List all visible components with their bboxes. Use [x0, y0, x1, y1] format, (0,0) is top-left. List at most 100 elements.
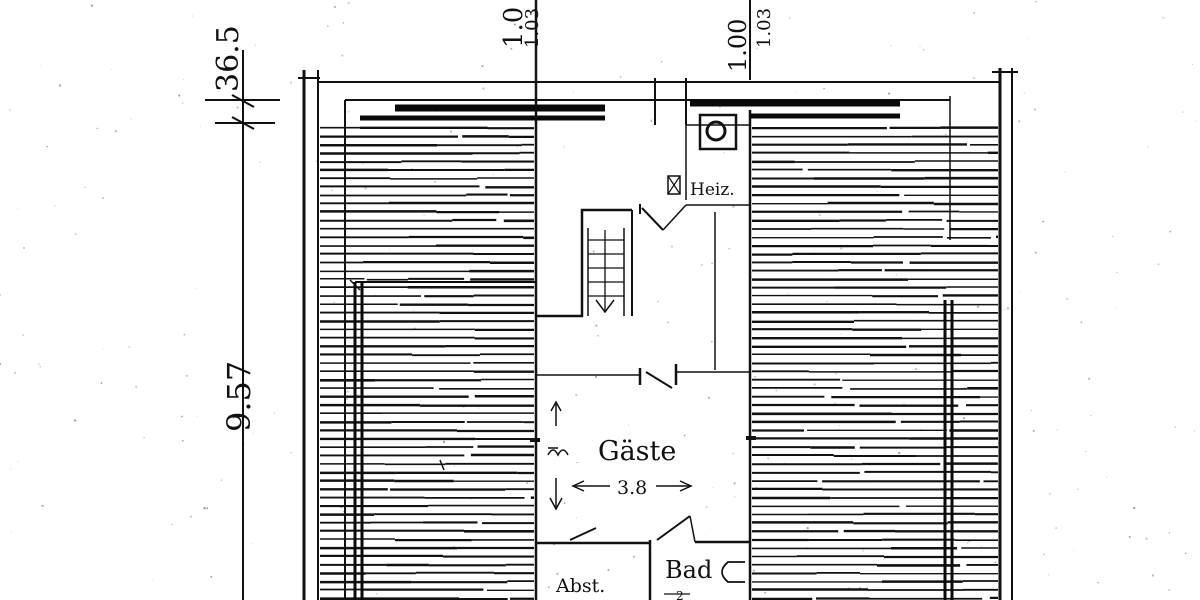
speckle [834, 402, 836, 404]
speckle [712, 486, 714, 488]
speckle [236, 106, 239, 109]
speckle [563, 502, 566, 504]
speckle [962, 416, 966, 420]
speckle [74, 233, 77, 236]
speckle [375, 592, 378, 595]
bath-and-storage [536, 515, 750, 600]
speckle [595, 375, 598, 378]
speckle [700, 263, 703, 266]
dimension-labels: 36.5 9.57 1.0 1.03 1.00 1.03 [211, 7, 775, 432]
room-labels: Heiz. Gäste 3.8 Bad Abst. 2 [555, 180, 735, 600]
speckle [1151, 574, 1154, 577]
dense-beam-strip [360, 99, 900, 121]
speckle [1195, 120, 1197, 122]
speckle [254, 44, 256, 46]
label-guest-width: 3.8 [617, 477, 647, 499]
outer-walls [298, 0, 1018, 600]
top-dimension-lines [535, 0, 751, 80]
speckle [1018, 120, 1021, 123]
speckle [347, 110, 350, 113]
speckle [143, 436, 145, 439]
speckle [370, 66, 372, 68]
speckle [764, 591, 767, 594]
speckle [316, 160, 318, 162]
speckle [813, 249, 815, 251]
speckle [1162, 16, 1165, 19]
speckle [834, 372, 837, 375]
speckle [977, 57, 979, 59]
speckle [1080, 321, 1083, 324]
label-heating: Heiz. [690, 180, 735, 200]
speckle [41, 504, 44, 507]
speckle [1085, 450, 1087, 453]
speckle [850, 458, 853, 460]
speckle [196, 415, 198, 417]
speckle [914, 368, 917, 371]
speckle [449, 130, 452, 133]
speckle [1003, 309, 1005, 311]
speckle [1033, 108, 1036, 111]
speckle [1088, 377, 1091, 380]
speckle [470, 498, 472, 500]
speckle [1048, 492, 1051, 495]
speckle [806, 526, 809, 530]
speckle [823, 87, 825, 90]
speckle [102, 197, 105, 199]
speckle [592, 250, 595, 253]
speckle [22, 334, 25, 337]
speckle [826, 300, 828, 303]
speckle [995, 232, 997, 234]
speckle [818, 213, 821, 216]
speckle [178, 94, 181, 97]
staircase [536, 204, 641, 318]
speckle [181, 439, 184, 442]
speckle [633, 555, 635, 558]
speckle [333, 5, 336, 9]
speckle [890, 44, 892, 47]
speckle [273, 412, 276, 414]
speckle [1133, 506, 1136, 510]
speckle [103, 348, 105, 350]
speckle [733, 524, 735, 526]
speckle [599, 446, 602, 450]
knee-walls [353, 281, 954, 600]
speckle [513, 23, 516, 26]
speckle [1019, 291, 1021, 293]
speckle [9, 109, 11, 111]
speckle [689, 567, 692, 570]
speckle [341, 54, 344, 57]
speckle [1128, 535, 1131, 538]
speckle [994, 561, 997, 564]
speckle [481, 65, 484, 68]
speckle [46, 145, 48, 148]
speckle [232, 417, 235, 420]
speckle [707, 396, 710, 399]
speckle [389, 248, 391, 250]
speckle [973, 77, 975, 79]
speckle [37, 363, 40, 365]
speckle [657, 300, 659, 303]
guest-room-marks [530, 400, 756, 511]
speckle [756, 47, 758, 50]
label-guest: Gäste [598, 436, 676, 467]
speckle [683, 434, 686, 437]
dimension-top-b-sub: 1.03 [754, 8, 775, 48]
speckle [1182, 111, 1184, 113]
speckle [944, 133, 947, 136]
speckle [220, 479, 223, 482]
speckle [1112, 235, 1114, 238]
speckle [670, 245, 674, 248]
speckle [128, 346, 130, 348]
speckle [1157, 263, 1160, 265]
speckle [96, 127, 99, 130]
speckle [973, 12, 976, 15]
speckle [1145, 537, 1148, 540]
speckle [711, 262, 713, 265]
dimension-left-height: 9.57 [220, 361, 258, 432]
speckle [492, 173, 495, 176]
speckle [575, 393, 578, 396]
speckle [723, 152, 725, 154]
speckle [362, 163, 364, 165]
